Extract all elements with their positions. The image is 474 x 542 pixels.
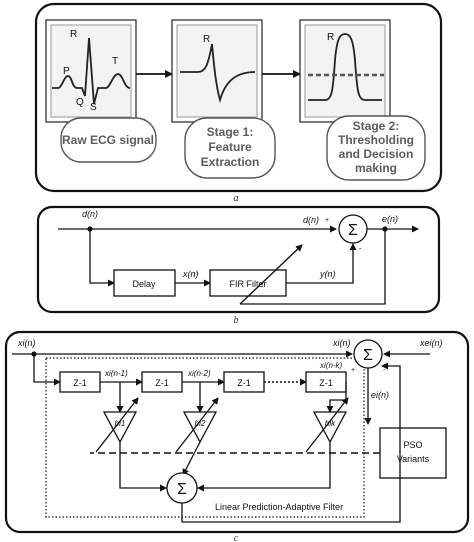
c-minus-sign: - [383,365,386,374]
ecg-label-r: R [70,29,77,40]
caption-c: c [234,533,239,542]
svg-text:hi1: hi1 [115,419,126,428]
lpaf-dotted-box [45,357,365,518]
c-summing-junction-top: Σ [353,339,383,369]
b-summing-junction: Σ [338,214,368,244]
svg-text:Stage 1:: Stage 1: [207,125,254,139]
raw-ecg-image: P R Q S T [45,19,137,123]
c-xi-sum-label: xi(n) [332,338,351,348]
c-adapt-arrow-2 [175,397,219,453]
panel-a: P R Q S T Raw ECG signal R Stage 1: Feat… [34,2,443,193]
c-adapt-arrow-1 [95,397,139,453]
svg-text:Thresholding: Thresholding [338,133,414,147]
svg-text:making: making [355,161,397,175]
c-tap-2-label: xi(n-2) [187,369,211,378]
svg-text:Z-1: Z-1 [237,378,251,388]
c-tap-1-label: xi(n-1) [104,369,128,378]
weight-hk: hik [312,411,348,444]
svg-text:Σ: Σ [363,347,373,364]
ecg-label-q: Q [76,97,84,108]
stage2-image: R [299,19,391,123]
stage1-label-box: Stage 1: Feature Extraction [184,117,276,179]
fir-filter-block: FIR Filter [209,269,287,297]
delay-unit-4: Z-1 [305,371,347,393]
b-sum-input-label: d(n) [303,215,319,225]
b-adapt-arrow [239,244,303,305]
svg-text:Delay: Delay [132,279,156,289]
b-minus-sign: - [359,244,362,253]
c-ei-label: ei(n) [371,390,389,400]
delay-unit-2: Z-1 [141,371,183,393]
threshold-pulse [308,33,382,101]
ecg-label-p: P [63,66,70,77]
weight-h1: hi1 [102,411,138,444]
panel-b: d(n) d(n) + Σ e(n) - Delay x(n) FIR Filt… [36,205,441,314]
stage1-label-r: R [203,34,210,45]
svg-text:and Decision: and Decision [339,147,414,161]
panel-c: Linear Prediction-Adaptive Filter xi(n) … [4,330,470,534]
weight-h2: hi2 [182,411,218,444]
stage2-label-r: R [327,32,334,43]
ecg-label-t: T [112,56,118,67]
svg-text:Raw ECG signal: Raw ECG signal [62,133,154,147]
pso-variants-block: PSO Variants [379,427,447,479]
b-plus-sign: + [325,217,329,224]
svg-text:hi2: hi2 [195,419,206,428]
c-summing-junction-bottom: Σ [166,472,198,504]
svg-text:Stage 2:: Stage 2: [353,119,400,133]
svg-text:Variants: Variants [397,454,430,464]
delay-block: Delay [113,269,176,297]
ecg-waveform [52,37,131,105]
svg-text:Z-1: Z-1 [73,378,87,388]
stage1-image: R [171,19,263,123]
c-xei-label: xei(n) [419,338,443,348]
svg-text:FIR Filter: FIR Filter [230,279,267,289]
raw-ecg-label-box: Raw ECG signal [60,117,157,163]
stage2-label-box: Stage 2: Thresholding and Decision makin… [326,115,426,181]
svg-text:Z-1: Z-1 [319,378,333,388]
svg-text:Extraction: Extraction [201,155,260,169]
c-tap-k-label: xi(n-k) [319,361,343,370]
delay-unit-1: Z-1 [59,371,101,393]
delay-unit-3: Z-1 [223,371,265,393]
b-input-label: d(n) [82,209,98,219]
c-adapt-arrow-k [305,397,349,453]
svg-text:Σ: Σ [177,481,187,498]
c-xi-in-label: xi(n) [17,338,36,348]
svg-text:Z-1: Z-1 [155,378,169,388]
svg-text:Σ: Σ [348,222,358,239]
feature-waveform [180,43,256,104]
b-x-label: x(n) [182,269,199,279]
svg-text:PSO: PSO [403,440,422,450]
caption-b: b [234,315,239,326]
lpaf-label: Linear Prediction-Adaptive Filter [215,502,343,512]
b-output-label: e(n) [382,214,398,224]
c-plus-sign: + [351,367,355,374]
b-y-label: y(n) [319,269,336,279]
caption-a: a [234,193,239,204]
svg-text:Feature: Feature [208,140,252,154]
ecg-label-s: S [90,102,97,113]
svg-text:hik: hik [325,419,336,428]
